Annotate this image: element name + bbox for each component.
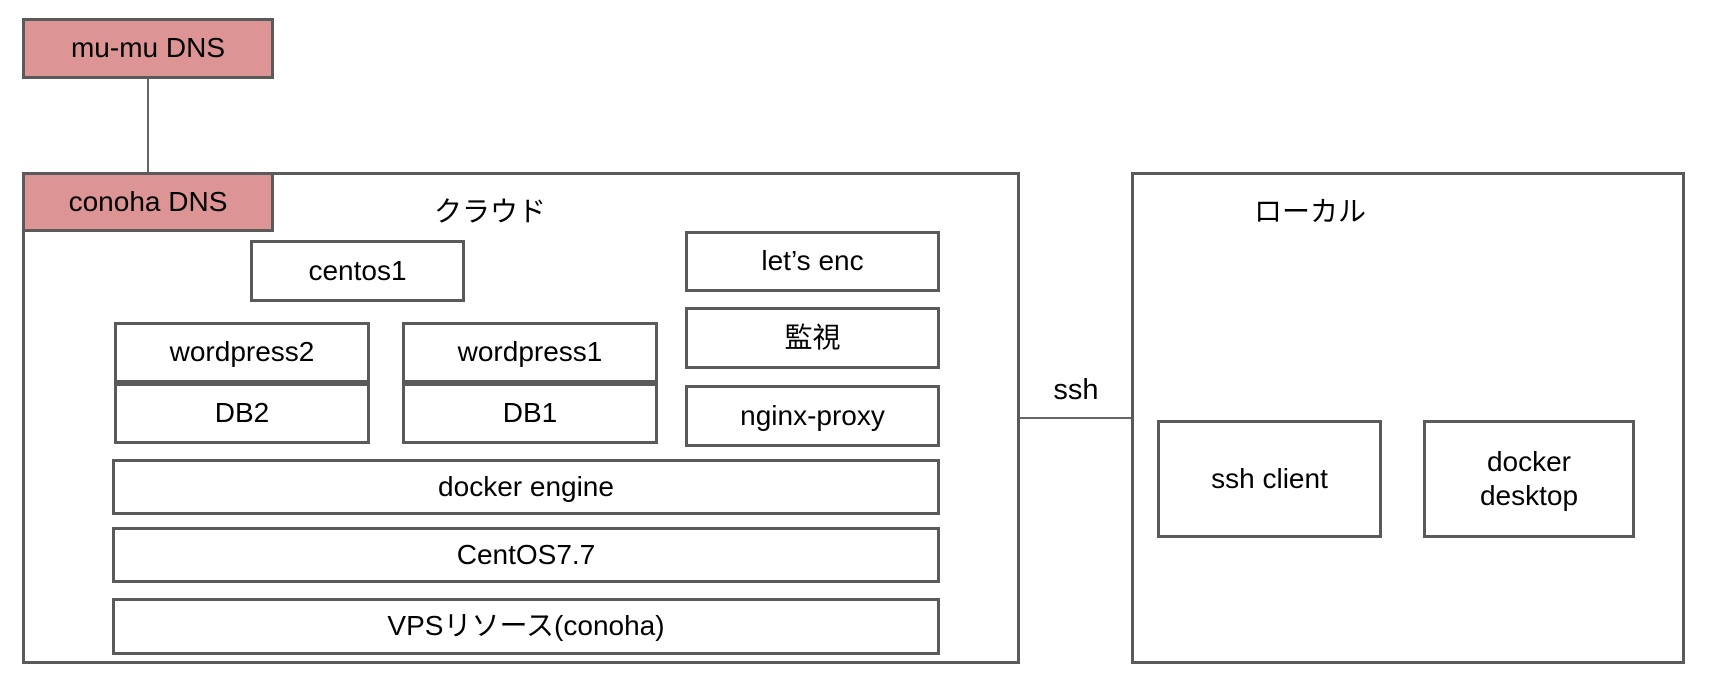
layer-vps-resource: VPSリソース(conoha): [112, 598, 940, 655]
local-container: [1131, 172, 1685, 664]
node-nginx-proxy: nginx-proxy: [685, 385, 940, 447]
node-lets-enc: let’s enc: [685, 231, 940, 292]
layer-docker-engine: docker engine: [112, 459, 940, 515]
dns-connector-line: [147, 79, 149, 173]
node-mu-mu-dns: mu-mu DNS: [22, 18, 274, 79]
node-db1: DB1: [402, 383, 658, 444]
node-conoha-dns: conoha DNS: [22, 172, 274, 232]
node-wordpress2: wordpress2: [114, 322, 370, 383]
local-container-label: ローカル: [1253, 196, 1366, 227]
cloud-container-label: クラウド: [433, 196, 546, 227]
docker-desktop-label: docker desktop: [1479, 445, 1579, 511]
ssh-connection-label: ssh: [1053, 374, 1099, 406]
node-db2: DB2: [114, 383, 370, 444]
ssh-connection-line: [1020, 417, 1132, 419]
node-docker-desktop: docker desktop: [1423, 420, 1635, 538]
layer-centos77: CentOS7.7: [112, 527, 940, 583]
node-monitoring: 監視: [685, 307, 940, 369]
node-centos1: centos1: [250, 240, 465, 302]
node-wordpress1: wordpress1: [402, 322, 658, 383]
node-ssh-client: ssh client: [1157, 420, 1382, 538]
